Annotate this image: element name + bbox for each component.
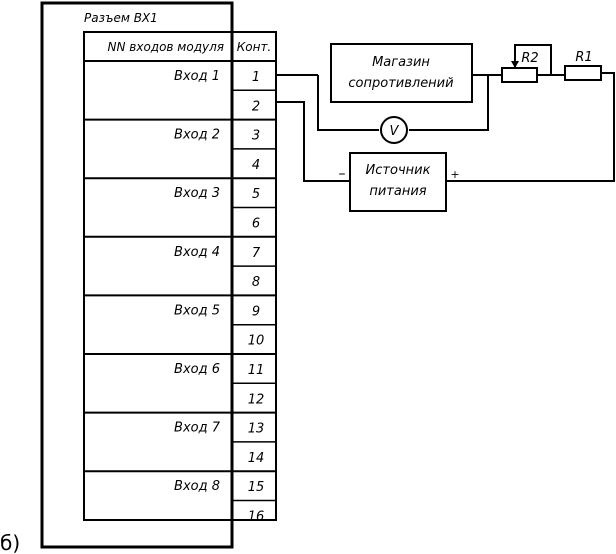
- wire-r2-wiper: [514, 44, 552, 75]
- contact-number: 13: [248, 422, 265, 437]
- input-name: Вход 6: [174, 362, 220, 377]
- table-row: Вход 5 9 10: [84, 294, 276, 349]
- table-row: Вход 7 13 14: [84, 411, 276, 466]
- wires: [276, 44, 615, 182]
- contact-number: 11: [248, 363, 265, 378]
- input-name: Вход 8: [174, 479, 220, 494]
- power-supply-line2: питания: [369, 184, 426, 199]
- resistance-box-line1: Магазин: [372, 55, 430, 70]
- connector-frame: [40, 1, 234, 549]
- wire-voltmeter-right: [409, 75, 489, 131]
- contact-number: 12: [248, 392, 265, 407]
- header-inputs: NN входов модуля: [108, 40, 225, 54]
- resistor-r2-label: R2: [521, 51, 538, 66]
- input-name: Вход 2: [174, 128, 220, 143]
- voltmeter-icon: [380, 116, 408, 144]
- contact-number: 3: [252, 129, 260, 144]
- voltmeter-label: V: [390, 124, 400, 139]
- resistor-r1: R1: [564, 50, 602, 81]
- table-row: Вход 6 11 12: [84, 353, 276, 407]
- contact-number: 2: [252, 99, 260, 114]
- contact-number: 6: [252, 217, 260, 232]
- contact-number: 7: [252, 246, 261, 261]
- power-supply: Источник питания – +: [339, 152, 460, 212]
- voltmeter: V: [380, 116, 408, 144]
- plus-terminal: +: [450, 168, 459, 181]
- contact-number: 4: [252, 158, 260, 173]
- table-border: [83, 31, 277, 521]
- resistance-box: Магазин сопротивлений: [330, 43, 473, 103]
- resistor-r2-icon: [501, 67, 538, 83]
- resistor-r2: R2: [501, 51, 539, 83]
- input-name: Вход 1: [174, 69, 220, 84]
- contact-number: 15: [248, 480, 265, 495]
- table-row: Вход 1 1 2: [174, 69, 276, 114]
- contact-number: 9: [252, 304, 260, 319]
- resistor-r1-label: R1: [575, 50, 592, 65]
- input-name: Вход 7: [174, 421, 221, 436]
- resistor-r1-icon: [564, 65, 602, 81]
- table-row: Вход 8 15 16: [84, 470, 276, 525]
- wire-r1-plus: [446, 72, 615, 182]
- minus-terminal: –: [339, 166, 346, 182]
- contact-number: 5: [252, 187, 260, 202]
- wiper-arrow-icon: [511, 61, 519, 68]
- header-contacts: Конт.: [237, 40, 272, 54]
- input-name: Вход 4: [174, 245, 220, 260]
- resistance-box-line2: сопротивлений: [348, 76, 453, 91]
- input-name: Вход 5: [174, 303, 220, 318]
- table-row: Вход 2 3 4: [84, 118, 276, 173]
- input-name: Вход 3: [174, 186, 220, 201]
- table-row: Вход 4 7 8: [84, 235, 276, 290]
- contact-number: 14: [248, 451, 265, 466]
- contact-number: 16: [248, 510, 265, 525]
- contact-number: 10: [248, 334, 265, 349]
- figure-label: б): [0, 531, 20, 554]
- power-supply-line1: Источник: [366, 163, 431, 178]
- table-row: Вход 3 5 6: [84, 177, 276, 232]
- wire-pin2-minus: [276, 101, 350, 182]
- wire-voltmeter-left: [317, 75, 379, 131]
- contact-number: 1: [252, 70, 260, 85]
- connector-title: Разъем ВХ1: [84, 11, 158, 25]
- contact-number: 8: [252, 275, 260, 290]
